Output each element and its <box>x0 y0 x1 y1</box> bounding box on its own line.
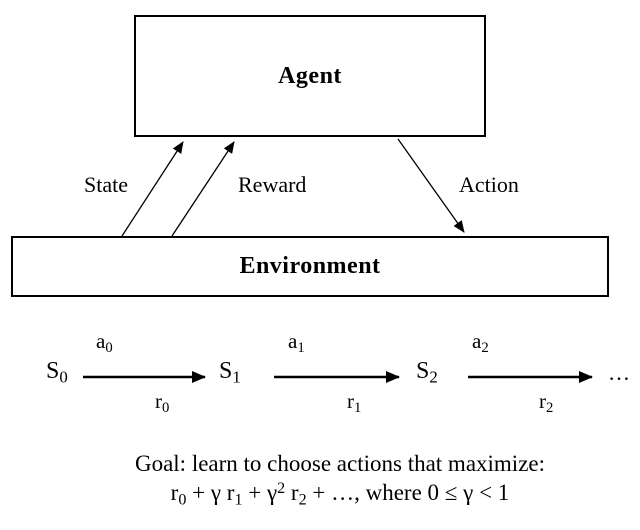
action-1-subscript: 1 <box>297 340 305 357</box>
action-2-base: a <box>472 329 482 353</box>
timeline-reward-2: r2 <box>539 389 554 417</box>
action-2-subscript: 2 <box>481 340 489 357</box>
reward-1-base: r <box>347 389 354 413</box>
reward-0-subscript: 0 <box>162 400 170 417</box>
action-0-base: a <box>96 329 106 353</box>
formula-sub2: 2 <box>298 491 307 509</box>
formula-gamma-r1: + γ r <box>186 480 235 505</box>
goal-line1: Goal: learn to choose actions that maxim… <box>134 451 546 476</box>
formula-r0: r <box>170 480 179 505</box>
timeline-reward-1: r1 <box>347 389 362 417</box>
agent-box: Agent <box>134 15 486 137</box>
environment-label: Environment <box>239 253 381 279</box>
action-arrow-label: Action <box>459 172 519 197</box>
reward-2-base: r <box>539 389 546 413</box>
timeline-state-2: S2 <box>416 358 438 387</box>
formula-sup2: 2 <box>277 479 286 497</box>
state-1-base: S <box>219 358 233 384</box>
reward-arrow-label: Reward <box>238 172 307 197</box>
timeline-state-1: S1 <box>219 358 241 387</box>
reward-0-base: r <box>155 389 162 413</box>
timeline-reward-0: r0 <box>155 389 170 417</box>
goal-text-block: Goal: learn to choose actions that maxim… <box>40 449 640 509</box>
timeline-state-0: S0 <box>46 358 68 387</box>
reward-1-subscript: 1 <box>354 400 362 417</box>
timeline-action-2: a2 <box>472 329 489 357</box>
formula-tail: + …, where 0 ≤ γ < 1 <box>306 480 510 505</box>
action-arrow <box>397 138 465 233</box>
timeline-action-0: a0 <box>96 329 113 357</box>
state-1-subscript: 1 <box>232 367 241 387</box>
action-0-subscript: 0 <box>105 340 113 357</box>
state-arrow-label: State <box>84 172 128 197</box>
action-1-base: a <box>288 329 298 353</box>
goal-formula: r0 + γ r1 + γ2 r2 + …, where 0 ≤ γ < 1 <box>40 478 640 509</box>
environment-box: Environment <box>11 236 609 297</box>
timeline-ellipsis: … <box>608 360 632 385</box>
reward-2-subscript: 2 <box>546 400 554 417</box>
agent-label: Agent <box>278 62 342 89</box>
state-arrow <box>121 141 184 237</box>
state-0-subscript: 0 <box>59 367 68 387</box>
state-0-base: S <box>46 358 60 384</box>
state-2-subscript: 2 <box>429 367 438 387</box>
state-2-base: S <box>416 358 430 384</box>
formula-sub0: 0 <box>178 491 187 509</box>
formula-gamma2: + γ <box>242 480 278 505</box>
formula-sub1: 1 <box>234 491 243 509</box>
timeline-action-1: a1 <box>288 329 305 357</box>
reward-arrow <box>171 141 235 237</box>
formula-r2: r <box>285 480 299 505</box>
